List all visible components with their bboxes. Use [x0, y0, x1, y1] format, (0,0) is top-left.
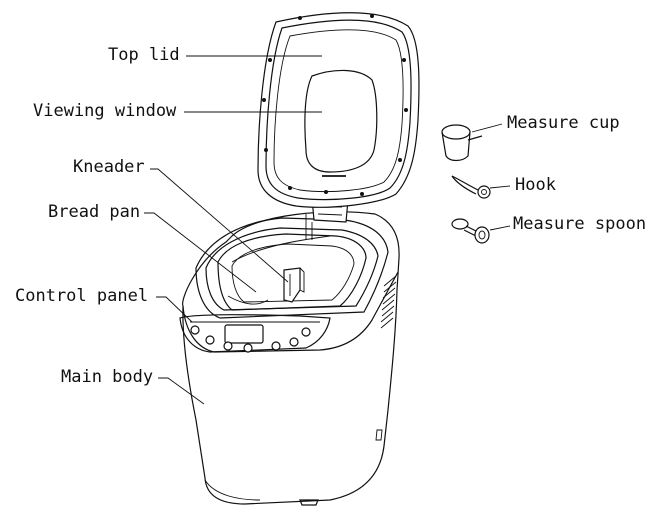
measure-spoon-shape — [451, 218, 490, 244]
label-top-lid: Top lid — [108, 45, 180, 65]
panel-button — [190, 325, 200, 335]
side-vents — [380, 275, 397, 329]
leader-control-panel — [156, 296, 193, 323]
label-measure-cup: Measure cup — [507, 113, 620, 133]
control-panel-shape — [179, 314, 331, 353]
body-rim — [195, 217, 389, 319]
panel-button — [289, 337, 299, 347]
panel-button — [243, 343, 253, 353]
panel-button — [271, 341, 281, 351]
leader-measure-spoon — [489, 225, 511, 231]
panel-button — [223, 341, 233, 351]
bread-pan-shape — [217, 233, 367, 311]
panel-button — [301, 327, 311, 337]
label-kneader: Kneader — [73, 157, 145, 177]
kneader-shape — [283, 267, 305, 303]
leader-lines — [144, 55, 511, 405]
main-body-shape — [182, 211, 400, 506]
label-viewing-window: Viewing window — [33, 101, 177, 121]
panel-button — [205, 335, 215, 345]
label-measure-spoon: Measure spoon — [513, 214, 647, 234]
label-hook: Hook — [515, 175, 556, 195]
measure-cup-shape — [441, 124, 483, 162]
leader-main-body — [158, 377, 205, 405]
lid-screws — [262, 14, 408, 196]
leader-hook — [489, 185, 511, 189]
leader-kneader — [150, 168, 289, 283]
leader-bread-pan — [144, 212, 257, 293]
hook-shape — [451, 175, 491, 199]
viewing-window-shape — [304, 69, 378, 177]
label-main-body: Main body — [61, 367, 154, 387]
leader-measure-cup — [471, 123, 503, 133]
lcd-display — [224, 324, 264, 344]
label-bread-pan: Bread pan — [48, 202, 141, 222]
label-control-panel: Control panel — [15, 286, 149, 306]
